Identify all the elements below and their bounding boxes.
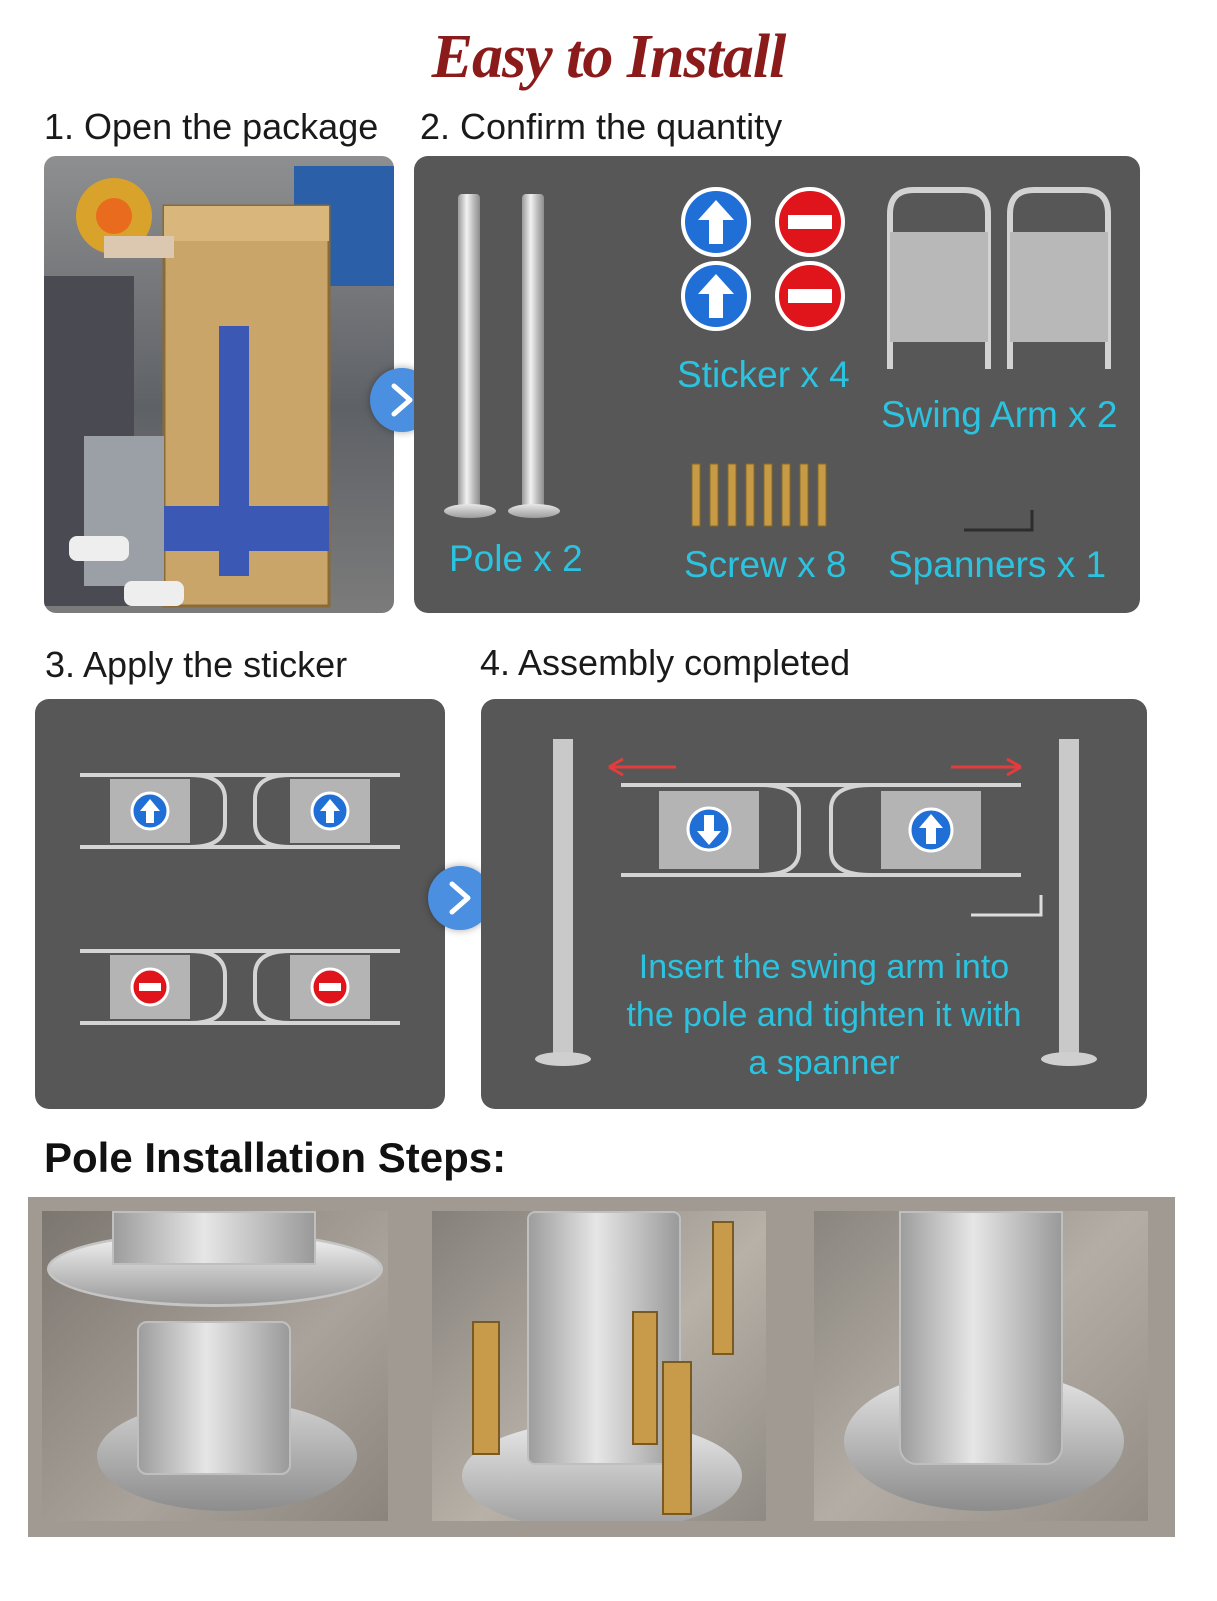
- step-4-label: 4. Assembly completed: [480, 642, 851, 683]
- swing-arm-count-label: Swing Arm x 2: [881, 394, 1118, 435]
- swing-arms-image: [887, 187, 1111, 369]
- pole-count-label: Pole x 2: [449, 538, 583, 579]
- sticker-count-label: Sticker x 4: [677, 354, 850, 395]
- chevron-right-icon: [391, 383, 413, 417]
- open-package-photo: [44, 156, 394, 613]
- pole-installation-heading: Pole Installation Steps:: [44, 1134, 507, 1181]
- spanner-count-label: Spanners x 1: [888, 544, 1107, 585]
- step-3-label: 3. Apply the sticker: [45, 644, 348, 685]
- assembly-instruction: Insert the swing arm into the pole and t…: [626, 948, 1022, 1082]
- assembly-panel: Insert the swing arm into the pole and t…: [481, 699, 1147, 1109]
- screws-image: [691, 463, 827, 527]
- pole-image: [458, 194, 480, 512]
- pole-installation-strip: [28, 1197, 1175, 1537]
- screw-count-label: Screw x 8: [684, 544, 847, 585]
- arrow-up-icon: [908, 807, 954, 853]
- step-1-label: 1. Open the package: [44, 106, 379, 147]
- arrow-up-icon: [310, 791, 350, 831]
- chevron-right-icon: [449, 881, 471, 915]
- parts-panel: Sticker x 4 Swing Arm x 2 Pole x 2 Screw…: [414, 156, 1140, 613]
- pole-image: [522, 194, 544, 512]
- step-2-label: 2. Confirm the quantity: [420, 106, 783, 147]
- apply-sticker-panel: [35, 699, 445, 1109]
- spanner-image: [964, 510, 1034, 532]
- pole-base-photo-1: [42, 1211, 388, 1521]
- spanner-image: [971, 895, 1043, 917]
- no-entry-icon: [310, 967, 350, 1007]
- pole-base-photo-3: [814, 1211, 1148, 1521]
- no-entry-icon: [130, 967, 170, 1007]
- pole-base-photo-2: [432, 1211, 766, 1521]
- arrow-up-icon: [130, 791, 170, 831]
- page-title: Easy to Install: [431, 23, 787, 91]
- stickers-image: [681, 187, 845, 331]
- arrow-down-icon: [686, 806, 732, 852]
